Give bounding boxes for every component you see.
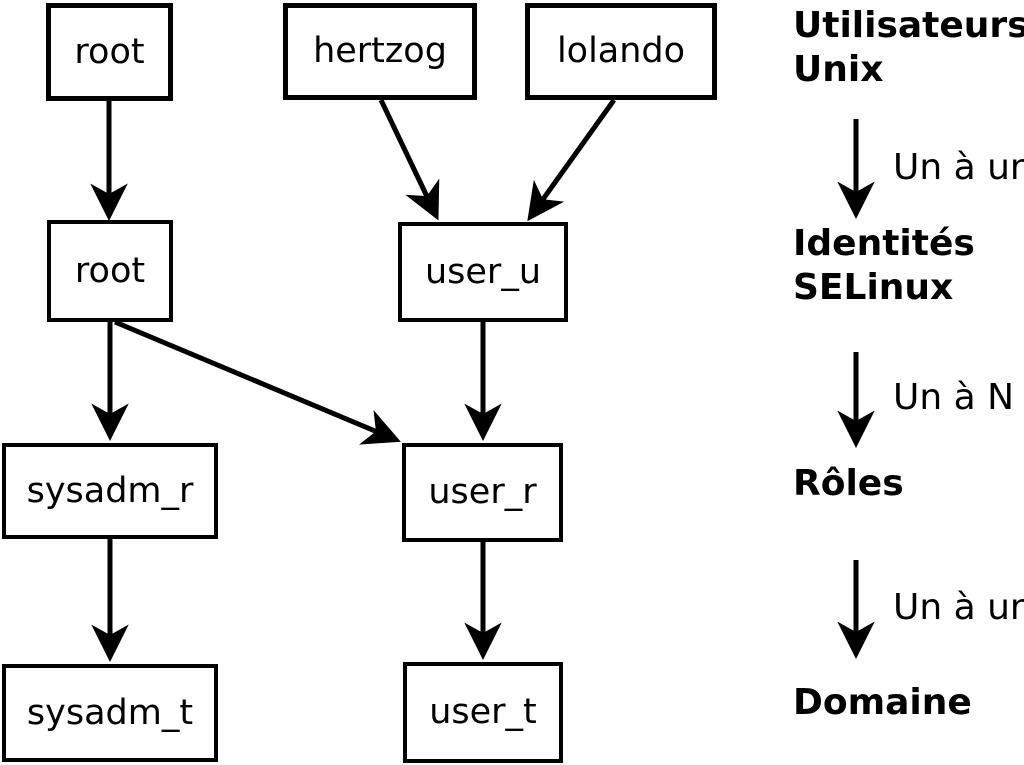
legend-unix-users-line1: Utilisateurs [793, 5, 1024, 46]
legend-unix-users: Utilisateurs Unix [793, 4, 1024, 92]
node-role-sysadm-r-label: sysadm_r [26, 470, 194, 511]
node-domain-sysadm-t: sysadm_t [2, 664, 218, 762]
node-role-user-r: user_r [402, 443, 563, 542]
node-unix-hertzog-label: hertzog [313, 31, 447, 71]
legend-roles: Rôles [793, 463, 904, 504]
legend-selinux-identities-line1: Identités [793, 223, 975, 264]
node-unix-hertzog: hertzog [283, 3, 477, 100]
node-selinux-user-u-label: user_u [424, 251, 542, 292]
node-unix-root: root [46, 3, 173, 101]
arrow-lolando-to-user-u [527, 98, 617, 222]
legend-selinux-identities: Identités SELinux [793, 222, 975, 310]
node-role-sysadm-r: sysadm_r [2, 443, 218, 539]
node-domain-sysadm-t-label: sysadm_t [26, 692, 194, 733]
node-role-user-r-label: user_r [428, 472, 537, 512]
arrow-selinux-root-to-user-r [114, 319, 401, 445]
node-domain-user-t-label: user_t [429, 692, 537, 732]
legend-unix-users-line2: Unix [793, 49, 884, 90]
arrow-hertzog-to-user-u [378, 98, 440, 221]
node-unix-root-label: root [74, 31, 145, 72]
legend-map3-label: Un à un [893, 587, 1024, 628]
legend-map1-label: Un à un [893, 147, 1024, 188]
legend-map2-label: Un à N [893, 377, 1015, 418]
node-selinux-user-u: user_u [398, 222, 568, 322]
legend-domain: Domaine [793, 682, 972, 723]
node-domain-user-t: user_t [403, 662, 563, 763]
node-unix-lolando: lolando [525, 3, 717, 100]
node-selinux-root-label: root [74, 250, 146, 291]
node-selinux-root: root [47, 220, 173, 322]
node-unix-lolando-label: lolando [556, 31, 686, 71]
legend-selinux-identities-line2: SELinux [793, 267, 954, 308]
